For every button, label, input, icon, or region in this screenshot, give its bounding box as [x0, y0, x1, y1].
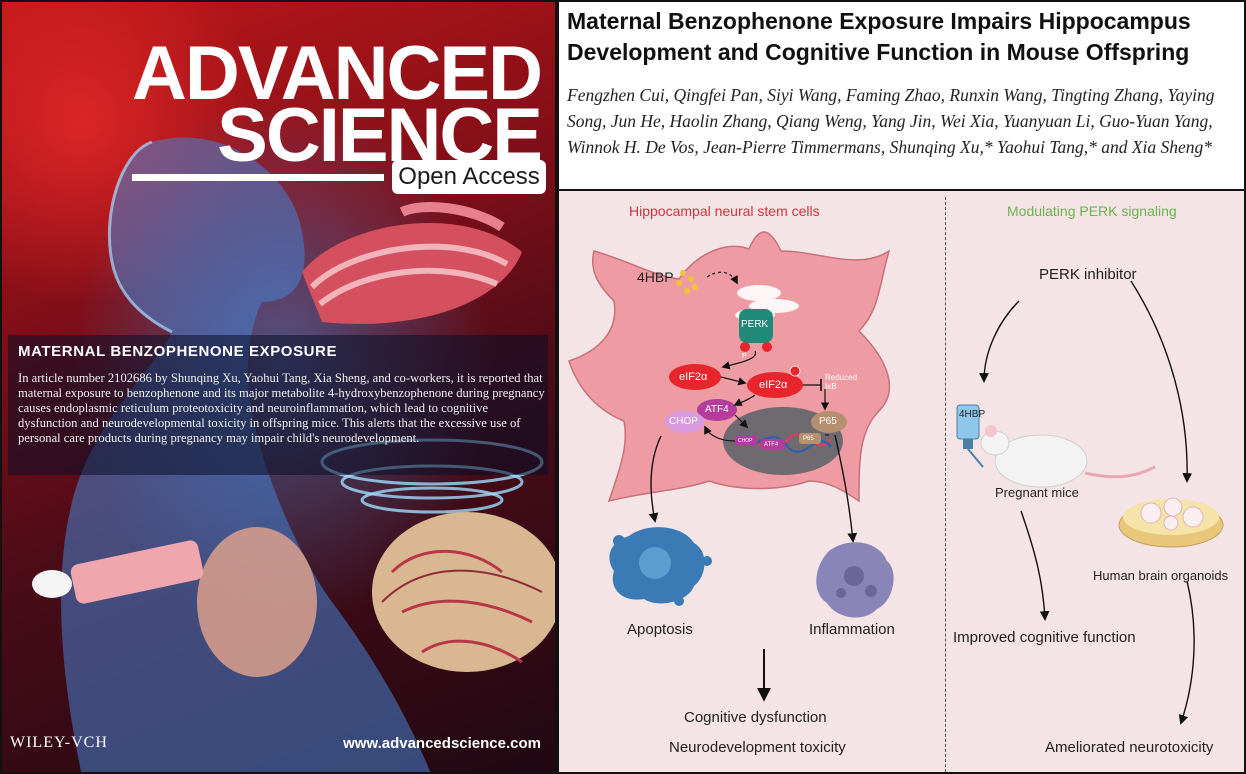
improved-cognitive-label: Improved cognitive function	[953, 629, 1136, 646]
brain-illustration	[372, 512, 555, 672]
publisher-logo: WILEY-VCH	[10, 734, 108, 751]
graphical-abstract: Hippocampal neural stem cells Modulating…	[557, 189, 1246, 774]
water-bottle-icon	[956, 404, 984, 468]
journal-website[interactable]: www.advancedscience.com	[343, 735, 541, 752]
bottle-label: 4HBP	[959, 409, 986, 420]
inflammation-label: Inflammation	[809, 621, 895, 638]
abstract-diagram	[568, 231, 1224, 725]
eif2a-node	[669, 364, 721, 390]
p65-nuclear-label: P65	[803, 436, 814, 442]
perk-inhibitor-label: PERK inhibitor	[1039, 266, 1137, 283]
apoptosis-cell-icon	[609, 527, 712, 606]
fetus-illustration	[197, 527, 317, 677]
neural-stem-cell	[568, 231, 891, 503]
cognitive-dysfunction-label: Cognitive dysfunction	[684, 709, 827, 726]
cover-title-advanced: ADVANCED	[131, 31, 543, 116]
organoids-label: Human brain organoids	[1093, 568, 1229, 583]
pregnant-mice-label: Pregnant mice	[995, 485, 1079, 500]
eif2a-phospho-node	[747, 372, 803, 398]
organoid-dish-icon	[1118, 497, 1224, 548]
golgi-organelle	[302, 202, 522, 324]
perk-receptor	[739, 309, 773, 343]
reduced-ikb-label: Reduced IκB	[825, 373, 858, 391]
compound-molecules	[676, 270, 698, 294]
lotion-tube	[32, 540, 204, 604]
apoptosis-label: Apoptosis	[627, 621, 693, 638]
ameliorated-neurotoxicity-label: Ameliorated neurotoxicity	[1045, 739, 1214, 756]
eif2a-phospho-label: eIF2α	[759, 379, 788, 391]
phospho-label-1: P	[742, 353, 747, 360]
eif2a-label: eIF2α	[679, 371, 708, 383]
panel-divider	[945, 197, 946, 772]
chop-label: CHOP	[669, 416, 698, 427]
open-access-badge: Open Access	[392, 160, 546, 194]
neurodevelopment-toxicity-label: Neurodevelopment toxicity	[669, 739, 846, 756]
right-panel-title: Modulating PERK signaling	[1007, 203, 1177, 219]
cover-rule	[132, 174, 384, 181]
cover-caption-title: MATERNAL BENZOPHENONE EXPOSURE	[18, 343, 338, 360]
paper-header: Maternal Benzophenone Exposure Impairs H…	[557, 0, 1246, 191]
mouse-icon	[980, 425, 1156, 488]
atf4-node	[697, 399, 737, 421]
chop-nuclear-label: CHOP	[738, 438, 753, 444]
p65-label: P65	[819, 416, 837, 427]
inflammation-cell-icon	[816, 542, 894, 618]
cover-caption-text: In article number 2102686 by Shunqing Xu…	[18, 371, 545, 445]
paper-authors: Fengzhen Cui, Qingfei Pan, Siyi Wang, Fa…	[567, 85, 1215, 157]
cover-caption-box: MATERNAL BENZOPHENONE EXPOSURE In articl…	[8, 335, 548, 475]
chop-node	[665, 411, 705, 433]
paper-title: Maternal Benzophenone Exposure Impairs H…	[567, 8, 1191, 65]
perk-label: PERK	[741, 319, 769, 330]
p65-node	[811, 411, 847, 433]
atf4-label: ATF4	[705, 404, 729, 415]
left-panel-title: Hippocampal neural stem cells	[629, 203, 820, 219]
atf4-nuclear-label: ATF4	[764, 442, 779, 448]
compound-label: 4HBP	[637, 269, 674, 285]
journal-cover: ADVANCED SCIENCE Open Access MATERNAL BE…	[0, 0, 557, 774]
